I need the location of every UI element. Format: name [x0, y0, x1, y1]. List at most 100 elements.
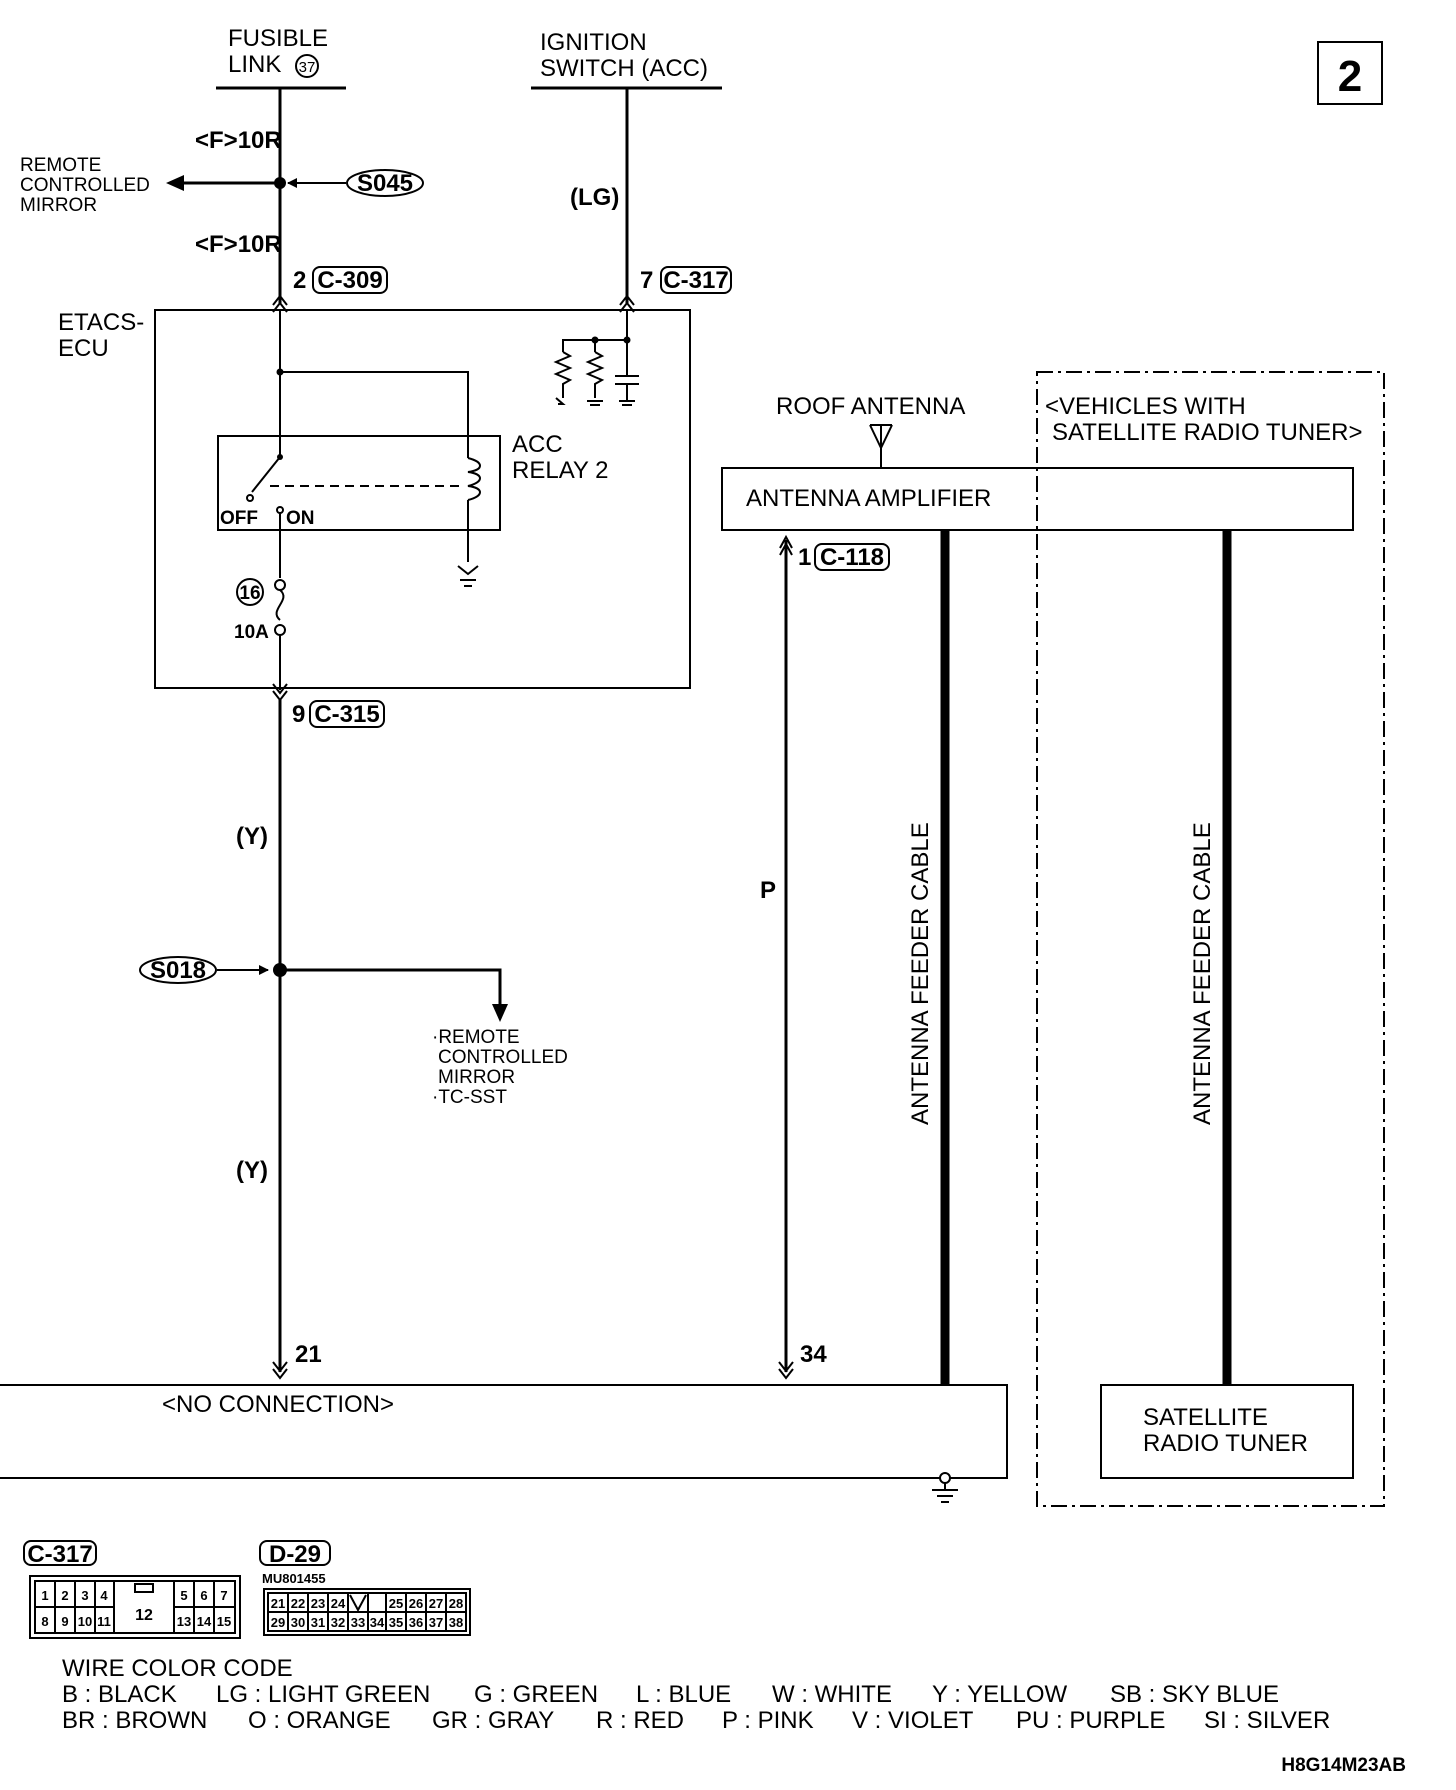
- fusible-link-number: 37: [299, 59, 316, 76]
- page-number-box: [1317, 41, 1383, 105]
- relay-coil-feed: [280, 371, 469, 458]
- c317-view-label-box: [23, 1540, 97, 1566]
- c309-pin: 2: [293, 267, 306, 294]
- remote-mirror-bottom-4: ·TC-SST: [432, 1087, 507, 1108]
- splice-s018-label: S018: [150, 957, 206, 984]
- color-code-o: O : ORANGE: [248, 1707, 391, 1734]
- fusible-link-number-circle: [295, 54, 319, 78]
- relay-off-label: OFF: [220, 508, 258, 529]
- no-connection-label: <NO CONNECTION>: [162, 1391, 394, 1418]
- satellite-group-label-2: SATELLITE RADIO TUNER>: [1052, 419, 1363, 446]
- acc-relay-box: [217, 435, 501, 531]
- resistor-1-end: [555, 397, 566, 405]
- c317-pin: 7: [640, 267, 653, 294]
- feeder-cable-1-label: ANTENNA FEEDER CABLE: [907, 822, 934, 1125]
- satellite-tuner-label-2: RADIO TUNER: [1143, 1430, 1308, 1457]
- d29-view-label-box: [259, 1540, 331, 1566]
- c118-terminal: [779, 534, 793, 549]
- remote-mirror-top-1: REMOTE: [20, 155, 101, 176]
- c317-pin-10: 10: [78, 1614, 92, 1629]
- pin34-terminal: [778, 1361, 794, 1373]
- splice-s045-label: S045: [357, 170, 413, 197]
- c317-pin-9: 9: [61, 1614, 68, 1629]
- fusible-link-label-2: LINK: [228, 51, 281, 78]
- c317-label: C-317: [663, 267, 728, 294]
- d29-pin-22: 22: [291, 1596, 305, 1611]
- roof-antenna-label: ROOF ANTENNA: [776, 393, 965, 420]
- page-number: 2: [1338, 52, 1362, 101]
- ignition-label-2: SWITCH (ACC): [540, 55, 708, 82]
- c317-pin-2: 2: [61, 1588, 68, 1603]
- diagram-code: H8G14M23AB: [1281, 1755, 1406, 1776]
- pin21-terminal: [272, 1361, 288, 1373]
- remote-mirror-bottom-arrow: [492, 1004, 508, 1022]
- pin34-terminal-2: [778, 1368, 794, 1380]
- color-code-y: Y : YELLOW: [932, 1681, 1068, 1708]
- satellite-tuner-box: [1100, 1384, 1354, 1479]
- c317-pin-6: 6: [200, 1588, 207, 1603]
- relay-coil: [467, 457, 481, 501]
- wire-color-title: WIRE COLOR CODE: [62, 1655, 293, 1682]
- c315-pin: 9: [292, 701, 305, 728]
- d29-pin-26: 26: [409, 1596, 423, 1611]
- fuse-lower-terminal: [274, 624, 286, 636]
- relay-switch-blade: [251, 456, 281, 493]
- c315-terminal: [272, 683, 288, 695]
- c309-box: [312, 266, 388, 294]
- remote-mirror-top-3: MIRROR: [20, 195, 97, 216]
- etacs-ecu-box: [154, 309, 691, 689]
- d29-pin-32: 32: [331, 1615, 345, 1630]
- d29-pin-35: 35: [389, 1615, 403, 1630]
- c317-pin-1: 1: [41, 1588, 48, 1603]
- etacs-label-2: ECU: [58, 335, 109, 362]
- remote-mirror-arrow: [166, 175, 184, 191]
- radio-pin-21: 21: [295, 1341, 322, 1368]
- wire-code-p: P: [760, 877, 776, 904]
- radio-pin-34: 34: [800, 1341, 827, 1368]
- remote-mirror-bottom-branch: [280, 968, 502, 1010]
- c317-view-key: [134, 1583, 154, 1593]
- d29-pin-21: 21: [271, 1596, 285, 1611]
- d29-view-label: D-29: [269, 1541, 321, 1568]
- roof-antenna-icon: [869, 424, 893, 468]
- c317-pin-15: 15: [217, 1614, 231, 1629]
- ign-internal-bus: [562, 339, 627, 352]
- antenna-amplifier-label: ANTENNA AMPLIFIER: [746, 485, 991, 512]
- c118-label: C-118: [820, 544, 884, 571]
- c309-label: C-309: [317, 267, 382, 294]
- c317-pin-11: 11: [97, 1614, 111, 1629]
- color-code-p: P : PINK: [722, 1707, 814, 1734]
- fuse-upper-terminal: [274, 579, 286, 591]
- splice-s045: [346, 169, 424, 197]
- fusible-link-label-1: FUSIBLE: [228, 25, 328, 52]
- d29-connector-view: D-29 MU801455 21 22 23 24 25 26 27 28 29…: [259, 1540, 471, 1636]
- c315-box: [309, 700, 385, 728]
- resistor-2: [585, 351, 605, 398]
- c317-view-label: C-317: [27, 1541, 92, 1568]
- etacs-label-1: ETACS-: [58, 309, 144, 336]
- d29-pin-28: 28: [449, 1596, 463, 1611]
- color-code-l: L : BLUE: [636, 1681, 731, 1708]
- fuse-number: 16: [239, 583, 260, 604]
- c317-pin-3: 3: [81, 1588, 88, 1603]
- fuse-element: [275, 589, 285, 621]
- c317-box: [660, 266, 732, 294]
- satellite-tuner-label-1: SATELLITE: [1143, 1404, 1268, 1431]
- color-code-sb: SB : SKY BLUE: [1110, 1681, 1279, 1708]
- ignition-switch-source: IGNITION SWITCH (ACC): [531, 29, 722, 90]
- c118-box: [814, 543, 890, 571]
- d29-pin-37: 37: [429, 1615, 443, 1630]
- d29-part-number: MU801455: [262, 1571, 326, 1586]
- wire-code-y-lower: (Y): [236, 1157, 268, 1184]
- d29-view-outer: [263, 1588, 471, 1636]
- color-code-g: G : GREEN: [474, 1681, 598, 1708]
- c317-pin-12: 12: [135, 1607, 153, 1624]
- radio-box: [0, 1384, 1008, 1479]
- remote-mirror-bottom-2: CONTROLLED: [438, 1047, 568, 1068]
- relay-off-contact: [246, 494, 254, 502]
- relay-label-1: ACC: [512, 431, 563, 458]
- remote-mirror-top-label: REMOTE CONTROLLED MIRROR: [20, 155, 150, 216]
- c309-terminal: [272, 294, 288, 306]
- d29-pin-31: 31: [311, 1615, 325, 1630]
- satellite-group-label-1: <VEHICLES WITH: [1045, 393, 1246, 420]
